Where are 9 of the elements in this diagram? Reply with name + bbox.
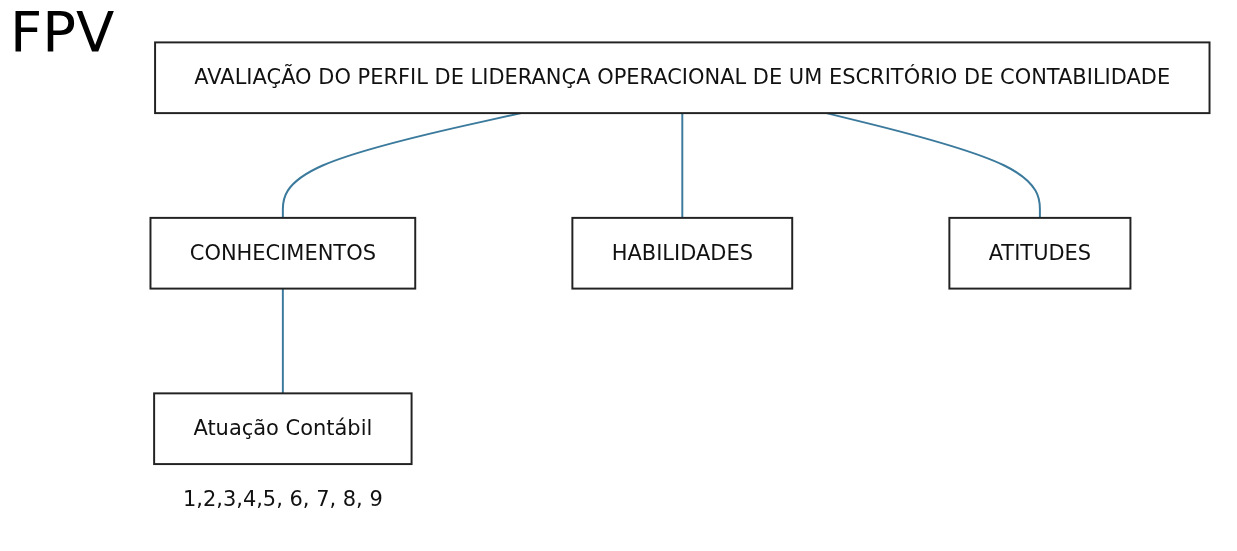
node-note: 1,2,3,4,5, 6, 7, 8, 9 [182,487,383,511]
node-box: Atuação Contábil [153,392,413,466]
connector [681,112,684,219]
node-box: ATITUDES [948,216,1132,290]
node-box: CONHECIMENTOS [149,216,417,290]
heading-text: FPV [10,0,115,64]
node-box: HABILIDADES [571,216,794,290]
connector [281,287,284,395]
node-box: AVALIAÇÃO DO PERFIL DE LIDERANÇA OPERACIONAL DE UM ESCRITÓRIO DE CONTABILIDADE [154,41,1211,115]
